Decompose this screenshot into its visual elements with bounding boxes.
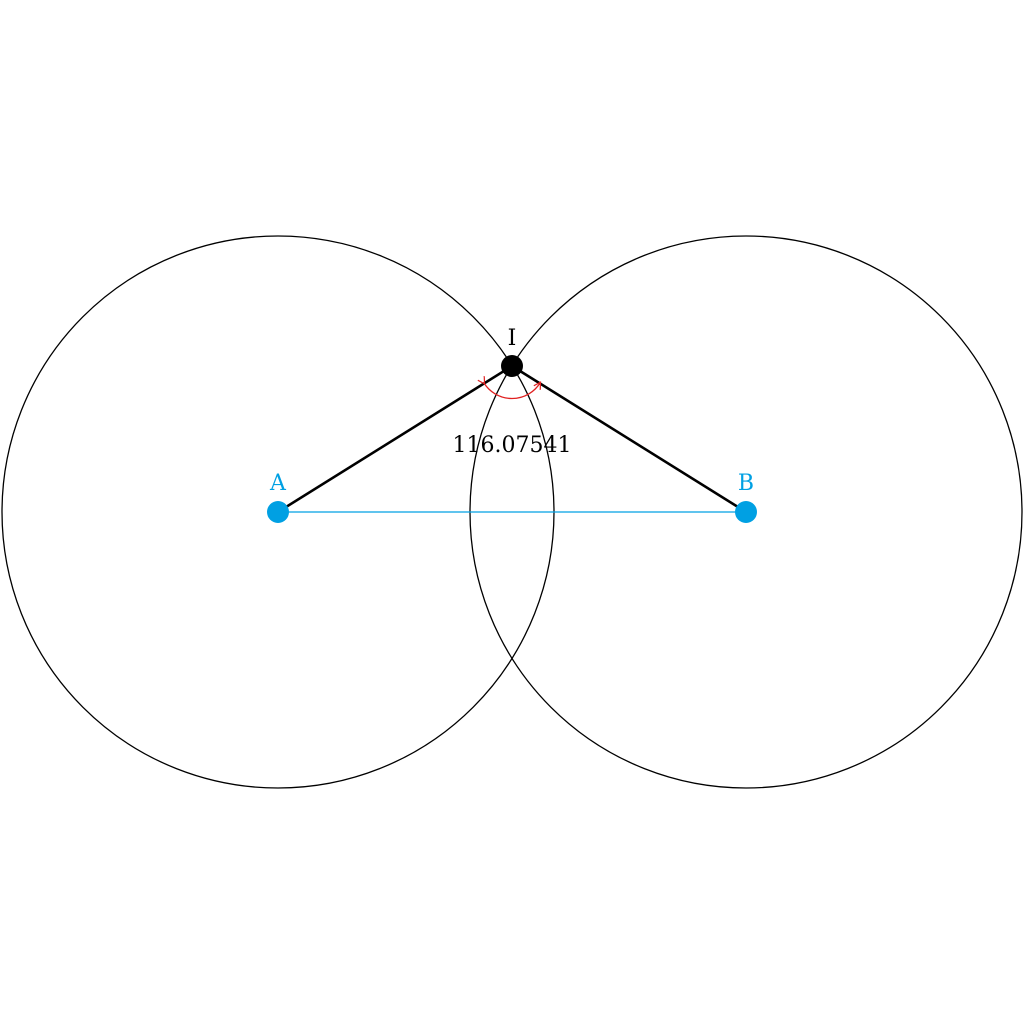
angle-measure-label: 116.07541 — [453, 433, 572, 458]
point-i[interactable] — [501, 355, 523, 377]
angle-arc — [484, 383, 540, 400]
label-a: A — [269, 471, 287, 496]
segment-ai — [277, 364, 513, 514]
segment-bi — [511, 364, 747, 514]
point-b[interactable] — [735, 501, 757, 523]
label-i: I — [508, 326, 517, 351]
label-b: B — [738, 471, 754, 496]
point-a[interactable] — [267, 501, 289, 523]
